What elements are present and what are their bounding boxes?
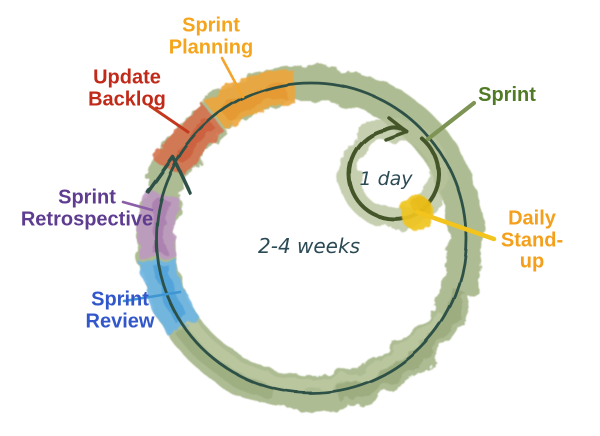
cycle-arrowhead	[146, 155, 192, 195]
label-sprint-planning: Sprint Planning	[168, 14, 254, 58]
label-inner-cycle-duration: 1 day	[359, 168, 413, 190]
label-daily-standup: Daily Stand-up	[500, 207, 564, 273]
sprint-callout-line	[425, 100, 477, 142]
daily-loop-line-group	[347, 116, 442, 222]
daily-standup-callout-line	[414, 209, 497, 242]
ring-shade-bottom-right	[337, 290, 468, 403]
cycle-arrow-line	[154, 81, 468, 395]
ring-highlight-inner	[167, 286, 444, 391]
label-outer-cycle-duration: 2-4 weeks	[258, 234, 360, 258]
sprint-retrospective-callout-line	[121, 200, 154, 212]
sprint-review-callout-line	[122, 290, 182, 303]
callout-lines	[121, 56, 497, 303]
label-sprint-retrospective: Sprint Retrospective	[20, 186, 154, 230]
label-update-backlog: Update Backlog	[88, 66, 166, 110]
daily-loop-arrowhead	[384, 116, 409, 142]
segment-sprint-planning-core	[220, 83, 287, 121]
update-backlog-callout-line	[148, 104, 190, 134]
label-sprint: Sprint	[478, 84, 536, 107]
ring-shade-bottom-left	[174, 326, 272, 399]
daily-loop-line	[347, 125, 442, 222]
segment-update-backlog-core	[172, 117, 216, 166]
phase-segments	[138, 66, 295, 338]
label-sprint-review: Sprint Review	[85, 288, 155, 332]
main-cycle-line-group	[146, 81, 468, 395]
sprint-planning-callout-line	[220, 56, 245, 99]
segment-sprint-retrospective-core	[151, 196, 170, 253]
